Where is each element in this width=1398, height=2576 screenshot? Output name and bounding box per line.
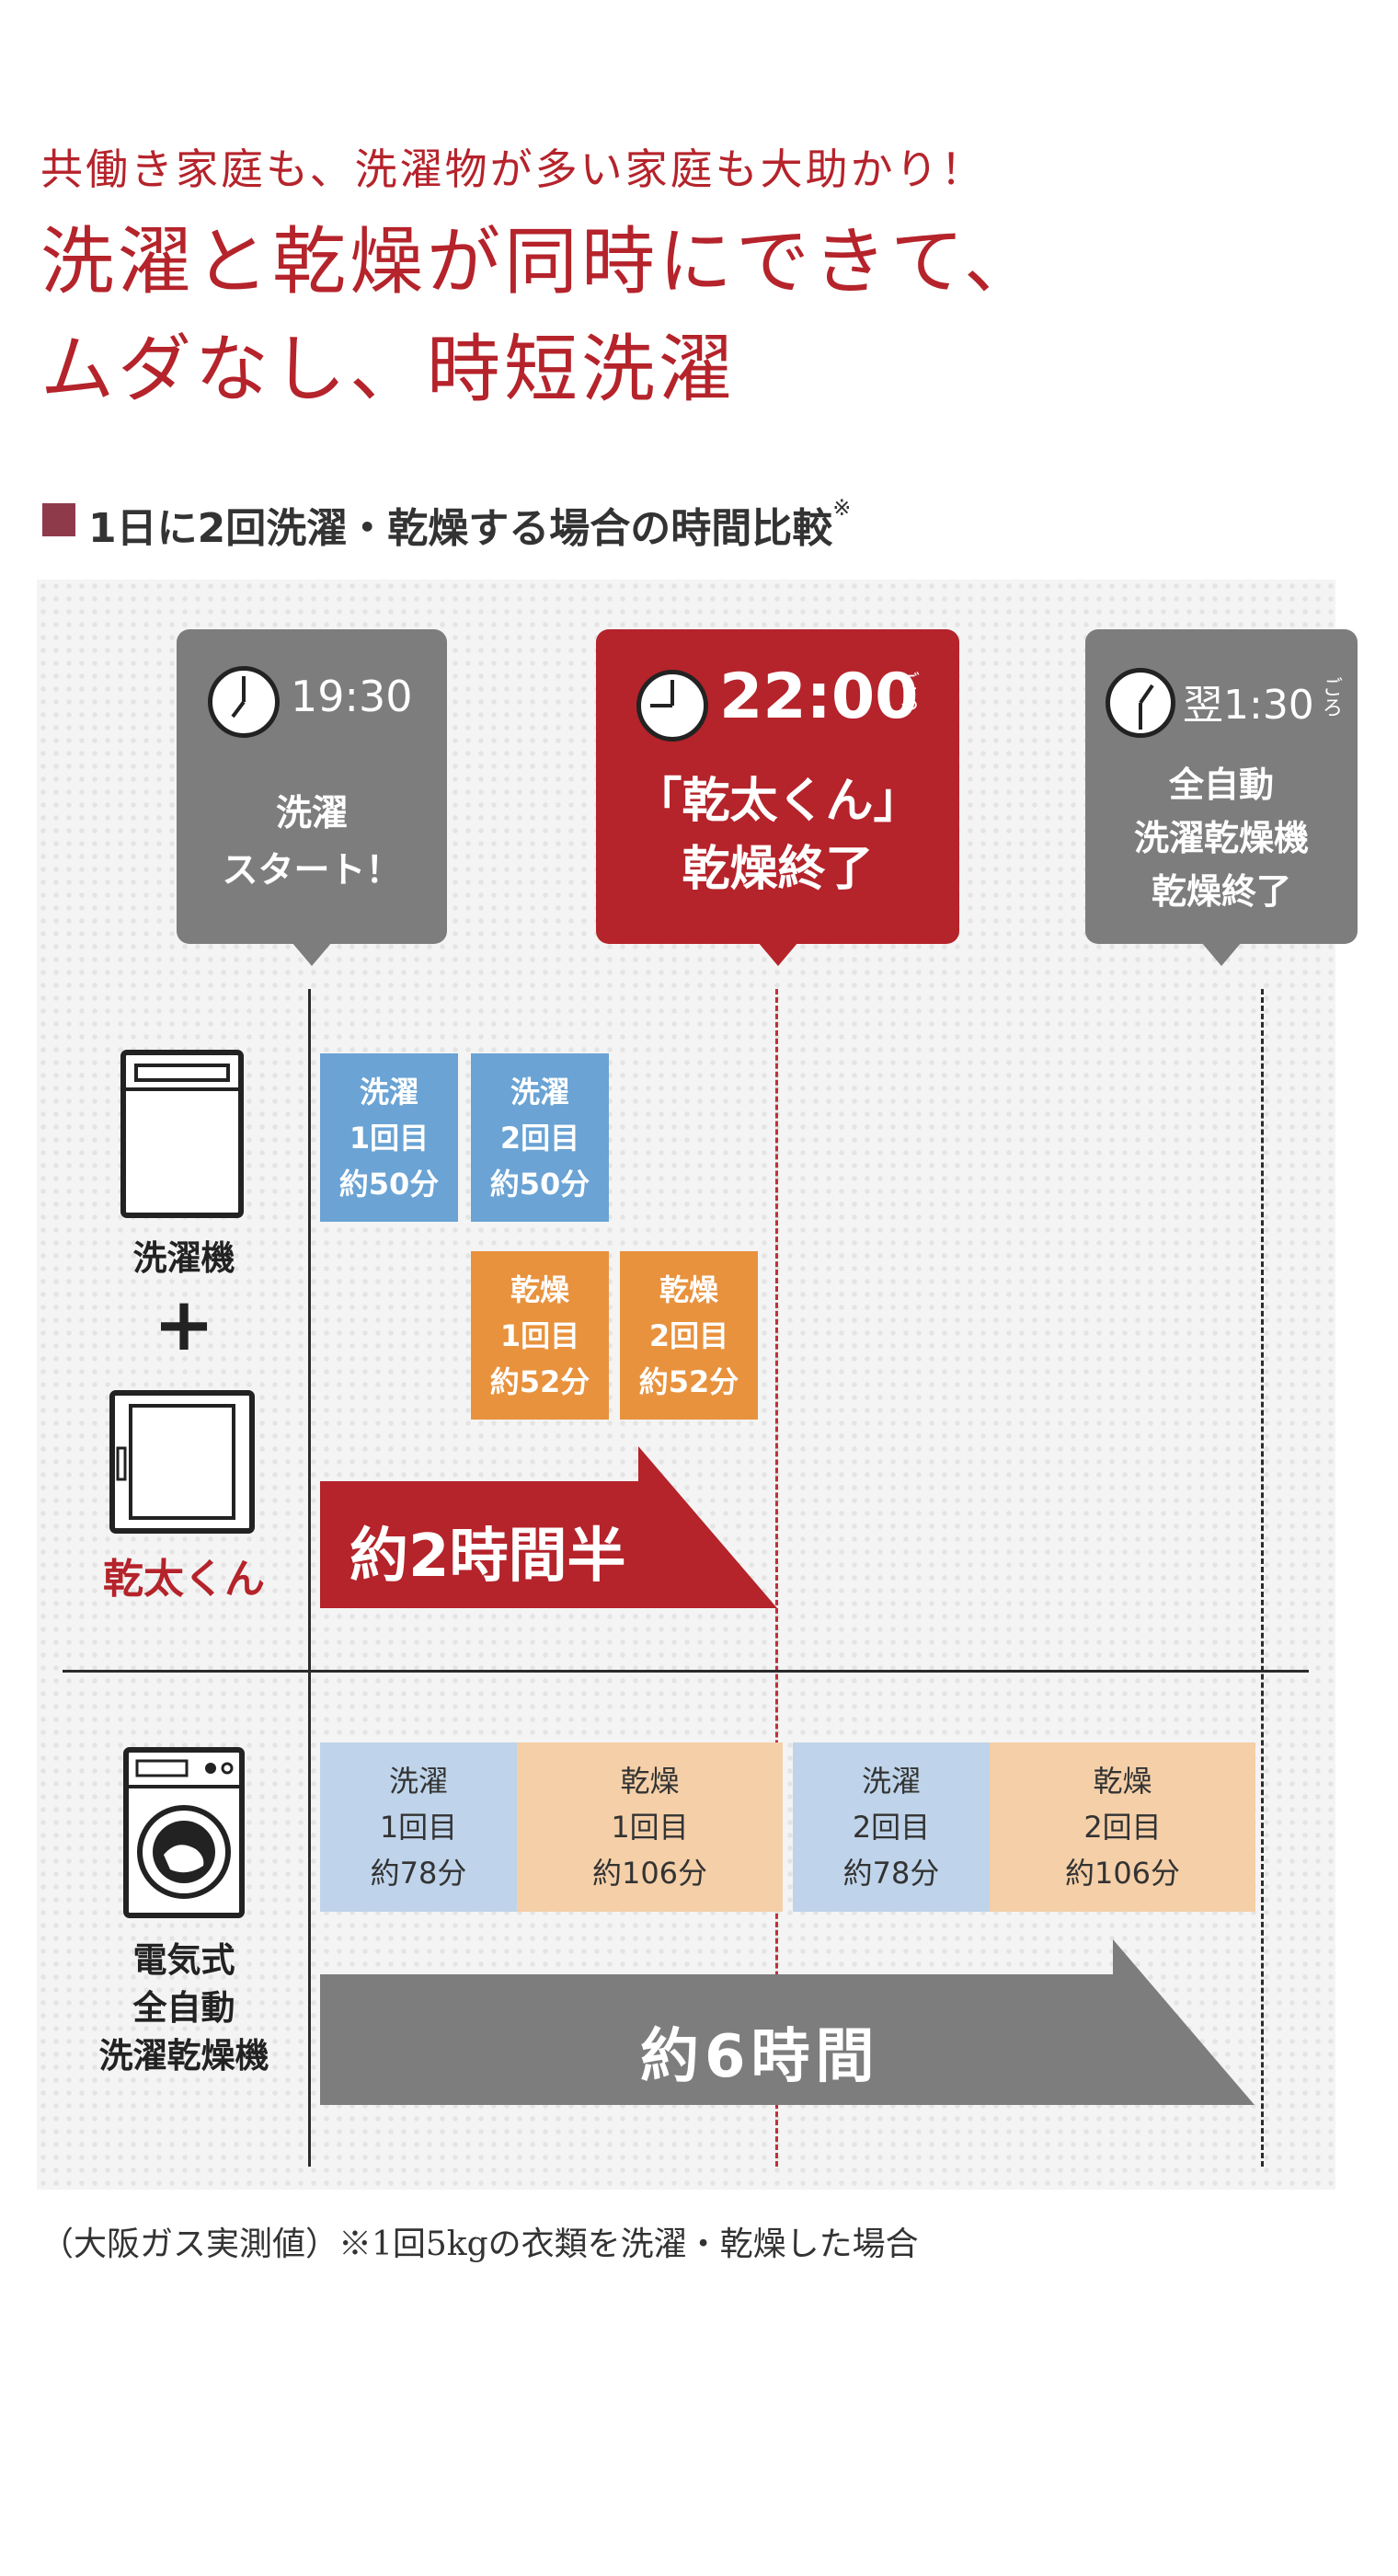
callout-time: 19:30 <box>291 672 413 721</box>
total-arrow-combo <box>320 1939 1255 2105</box>
total-time-combo: 約6時間 <box>640 2023 880 2091</box>
callout-kanta-end: 22:00 ごろ 「乾太くん」 乾燥終了 <box>596 629 959 966</box>
plus-icon: + <box>153 1282 215 1367</box>
clock-icon <box>1106 668 1175 738</box>
callout-line-1: 全自動 <box>1168 765 1274 805</box>
callout-line-2: 洗濯乾燥機 <box>1133 818 1309 858</box>
callout-goro: ごろ <box>900 672 921 715</box>
timeline-combo-end-line <box>1261 989 1264 2167</box>
washing-machine-icon <box>120 1050 244 1218</box>
callout-pointer <box>1201 942 1242 966</box>
headline-line-1: 洗濯と乾燥が同時にできて、 <box>40 219 1041 305</box>
callout-combo-end: 翌1:30 ごろ 全自動 洗濯乾燥機 乾燥終了 <box>1085 629 1358 966</box>
callout-pointer <box>757 942 798 966</box>
dryer-icon <box>109 1390 255 1534</box>
callout-line-3: 乾燥終了 <box>1151 871 1291 912</box>
device-label-kanta: 乾太くん <box>103 1556 265 1603</box>
clock-icon <box>208 666 280 738</box>
callout-time: 22:00 <box>719 661 919 733</box>
callout-line-1: 「乾太くん」 <box>634 774 922 829</box>
row-divider <box>63 1670 1309 1673</box>
total-time-kanta: 約2時間半 <box>350 1523 626 1591</box>
section-title: 1日に2回洗濯・乾燥する場合の時間比較※ <box>88 495 852 552</box>
section-marker <box>42 503 75 536</box>
timeline-kanta-end-line <box>775 989 778 2167</box>
clock-icon <box>636 670 708 742</box>
callout-line-2: 乾燥終了 <box>682 842 874 897</box>
headline-line-2: ムダなし、時短洗濯 <box>40 327 736 412</box>
footnote: （大阪ガス実測値）※1回5kgの衣類を洗濯・乾燥した場合 <box>40 2225 919 2263</box>
subtitle: 共働き家庭も、洗濯物が多い家庭も大助かり！ <box>40 144 986 194</box>
device-label-washer: 洗濯機 <box>132 1238 235 1278</box>
callout-pointer <box>292 942 332 966</box>
washer-dryer-icon <box>123 1747 245 1918</box>
section-note-mark: ※ <box>832 495 852 521</box>
timeline-start-line <box>308 989 311 2167</box>
device-label-washer-dryer: 電気式 全自動 洗濯乾燥機 <box>98 1940 269 2076</box>
callout-time: 翌1:30 <box>1183 682 1314 729</box>
callout-start: 19:30 洗濯 スタート！ <box>177 629 447 966</box>
total-arrow-kanta <box>320 1446 777 1608</box>
callout-goro: ごろ <box>1323 677 1344 720</box>
callout-line-2: スタート！ <box>222 850 402 891</box>
callout-line-1: 洗濯 <box>275 793 348 834</box>
